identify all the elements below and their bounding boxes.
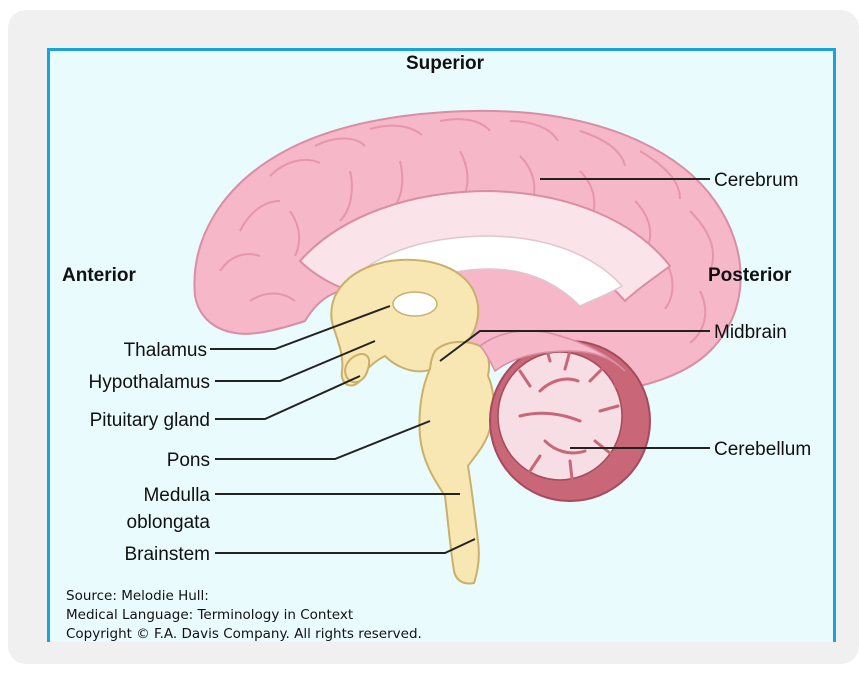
brainstem-label: Brainstem: [124, 544, 210, 565]
thalamus-oval: [393, 292, 437, 316]
posterior-label: Posterior: [708, 265, 792, 286]
medulla-label-line1: Medulla: [143, 485, 210, 506]
pons-label: Pons: [167, 450, 210, 471]
brain-diagram-frame: Superior Anterior Posterior Cerebrum Mid…: [47, 48, 836, 642]
source-line-3: Copyright © F.A. Davis Company. All righ…: [66, 626, 422, 642]
anterior-label: Anterior: [62, 265, 137, 286]
medulla-label-line2: oblongata: [127, 512, 211, 533]
pituitary-gland-label: Pituitary gland: [90, 410, 210, 431]
hypothalamus-label: Hypothalamus: [89, 372, 210, 393]
brainstem-leader: [215, 539, 475, 553]
pons-leader: [215, 421, 430, 459]
midbrain-label: Midbrain: [714, 322, 787, 343]
thalamus-label: Thalamus: [124, 340, 207, 361]
pituitary-leader: [215, 376, 360, 419]
source-line-1: Source: Melodie Hull:: [66, 588, 209, 604]
superior-label: Superior: [406, 53, 485, 74]
source-line-2: Medical Language: Terminology in Context: [66, 607, 353, 623]
brain-sagittal-diagram: Superior Anterior Posterior Cerebrum Mid…: [50, 51, 836, 642]
cerebrum-label: Cerebrum: [714, 170, 798, 191]
cerebellum-label: Cerebellum: [714, 439, 811, 460]
